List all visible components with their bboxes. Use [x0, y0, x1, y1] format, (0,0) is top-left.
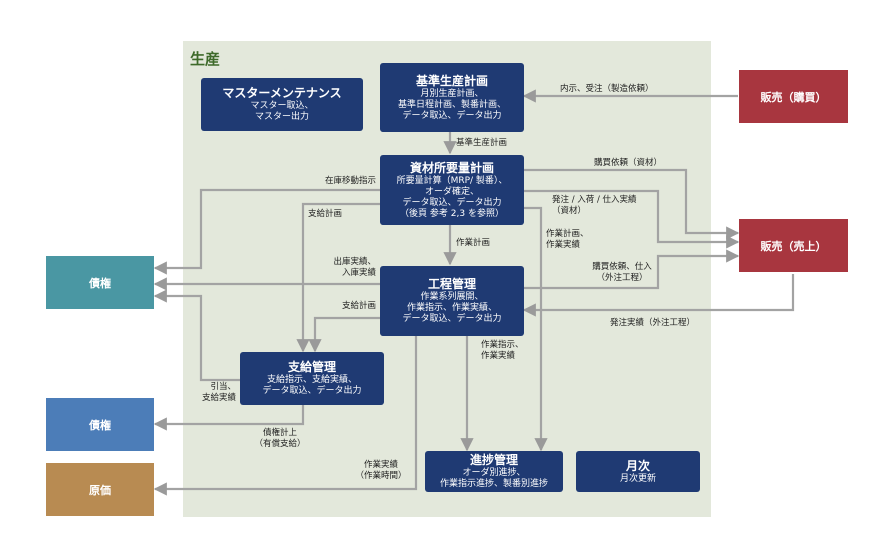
label-kijun-seisan: 基準生産計画: [456, 138, 508, 148]
label-shikyu-keikaku-1: 支給計画: [308, 209, 343, 219]
koutei-box[interactable]: 工程管理 作業系列展開、 作業指示、作業実績、 データ取込、データ出力: [380, 266, 524, 336]
getsuji-sub: 月次更新: [619, 473, 656, 484]
label-hacchu-nyuka: 発注 / 入荷 / 仕入実績 （資材）: [552, 195, 637, 216]
shizai-box[interactable]: 資材所要量計画 所要量計算（MRP/ 製番）、 オーダ確定、 データ取込、データ…: [380, 155, 524, 225]
shinchoku-box[interactable]: 進捗管理 オーダ別進捗、 作業指示進捗、製番別進捗: [425, 451, 563, 492]
shinchoku-sub: オーダ別進捗、 作業指示進捗、製番別進捗: [439, 468, 548, 489]
shikyu-sub: 支給指示、支給実績、 データ取込、データ出力: [262, 375, 362, 396]
arrow-koutei-to-uriage: [524, 249, 740, 290]
label-shukko: 出庫実績、 入庫実績: [333, 257, 376, 278]
kijun-seisan-box[interactable]: 基準生産計画 月別生産計画、 基準日程計画、製番計画、 データ取込、データ出力: [380, 63, 524, 132]
label-hikiate: 引当、 支給実績: [201, 382, 236, 403]
arrow-shizai-to-uriage-kounyu: [524, 168, 740, 240]
arrow-koutei-to-shikyu: [308, 316, 380, 353]
arrow-zaiko-to-saiken1: [153, 188, 380, 275]
shikyu-title: 支給管理: [287, 360, 336, 374]
label-naiji: 内示、受注（製造依頼）: [560, 84, 654, 94]
saiken-teal-label: 債権: [89, 276, 111, 290]
shikyu-box[interactable]: 支給管理 支給指示、支給実績、 データ取込、データ出力: [240, 352, 384, 405]
master-maintenance-sub: マスター取込、 マスター出力: [250, 101, 314, 122]
shizai-title: 資材所要量計画: [409, 160, 494, 175]
saiken-teal-box[interactable]: 債権: [46, 256, 154, 309]
getsuji-title: 月次: [625, 458, 650, 473]
label-zaiko-ido: 在庫移動指示: [324, 176, 376, 186]
koutei-sub: 作業系列展開、 作業指示、作業実績、 データ取込、データ出力: [402, 292, 502, 324]
master-maintenance-title: マスターメンテナンス: [222, 86, 342, 100]
production-region-title: 生産: [190, 50, 221, 68]
arrow-uriage-to-koutei: [522, 274, 795, 317]
arrow-shizai-to-shinchoku: [524, 206, 548, 452]
arrow-shikyu-to-saiken2: [153, 405, 305, 431]
label-sagyo-jisseki: 作業実績 （作業時間）: [355, 460, 407, 481]
label-shikyu-keikaku-2: 支給計画: [341, 301, 376, 311]
arrow-shizai-to-uriage-hacchu: [524, 189, 740, 249]
saiken-blue-label: 債権: [89, 418, 111, 432]
koutei-title: 工程管理: [427, 277, 476, 291]
hanbai-kobai-label: 販売（購買）: [760, 90, 827, 104]
label-saimu: 債権計上 （有償支給）: [254, 428, 306, 449]
arrow-shizai-to-shikyu: [296, 202, 380, 353]
label-hacchu-gaichu: 発注実績（外注工程）: [610, 318, 696, 328]
kijun-seisan-sub: 月別生産計画、 基準日程計画、製番計画、 データ取込、データ出力: [397, 88, 506, 121]
label-sagyo-keikaku-jisseki: 作業計画、 作業実績: [546, 229, 589, 250]
shinchoku-title: 進捗管理: [469, 453, 518, 467]
hanbai-uriage-box[interactable]: 販売（売上）: [739, 219, 848, 272]
master-maintenance-box[interactable]: マスターメンテナンス マスター取込、 マスター出力: [201, 78, 363, 131]
arrow-shikyu-to-saiken1: [153, 289, 240, 382]
genka-box[interactable]: 原価: [46, 463, 154, 516]
genka-label: 原価: [89, 483, 111, 497]
shizai-sub: 所要量計算（MRP/ 製番）、 オーダ確定、 データ取込、データ出力 （後頁 参…: [396, 175, 508, 219]
arrow-koutei-to-genka: [153, 336, 418, 496]
hanbai-uriage-label: 販売（売上）: [760, 239, 827, 253]
label-sagyo-keikaku: 作業計画: [456, 238, 491, 248]
label-sagyo-shiji: 作業指示、 作業実績: [481, 340, 524, 361]
getsuji-box[interactable]: 月次 月次更新: [576, 451, 700, 492]
kijun-seisan-title: 基準生産計画: [415, 73, 488, 88]
label-kounyu-irai-shizai: 購買依頼（資材）: [594, 158, 663, 168]
hanbai-kobai-box[interactable]: 販売（購買）: [739, 70, 848, 123]
label-kounyu-irai-gaichu: 購買依頼、仕入 （外注工程）: [592, 262, 652, 283]
saiken-blue-box[interactable]: 債権: [46, 398, 154, 451]
